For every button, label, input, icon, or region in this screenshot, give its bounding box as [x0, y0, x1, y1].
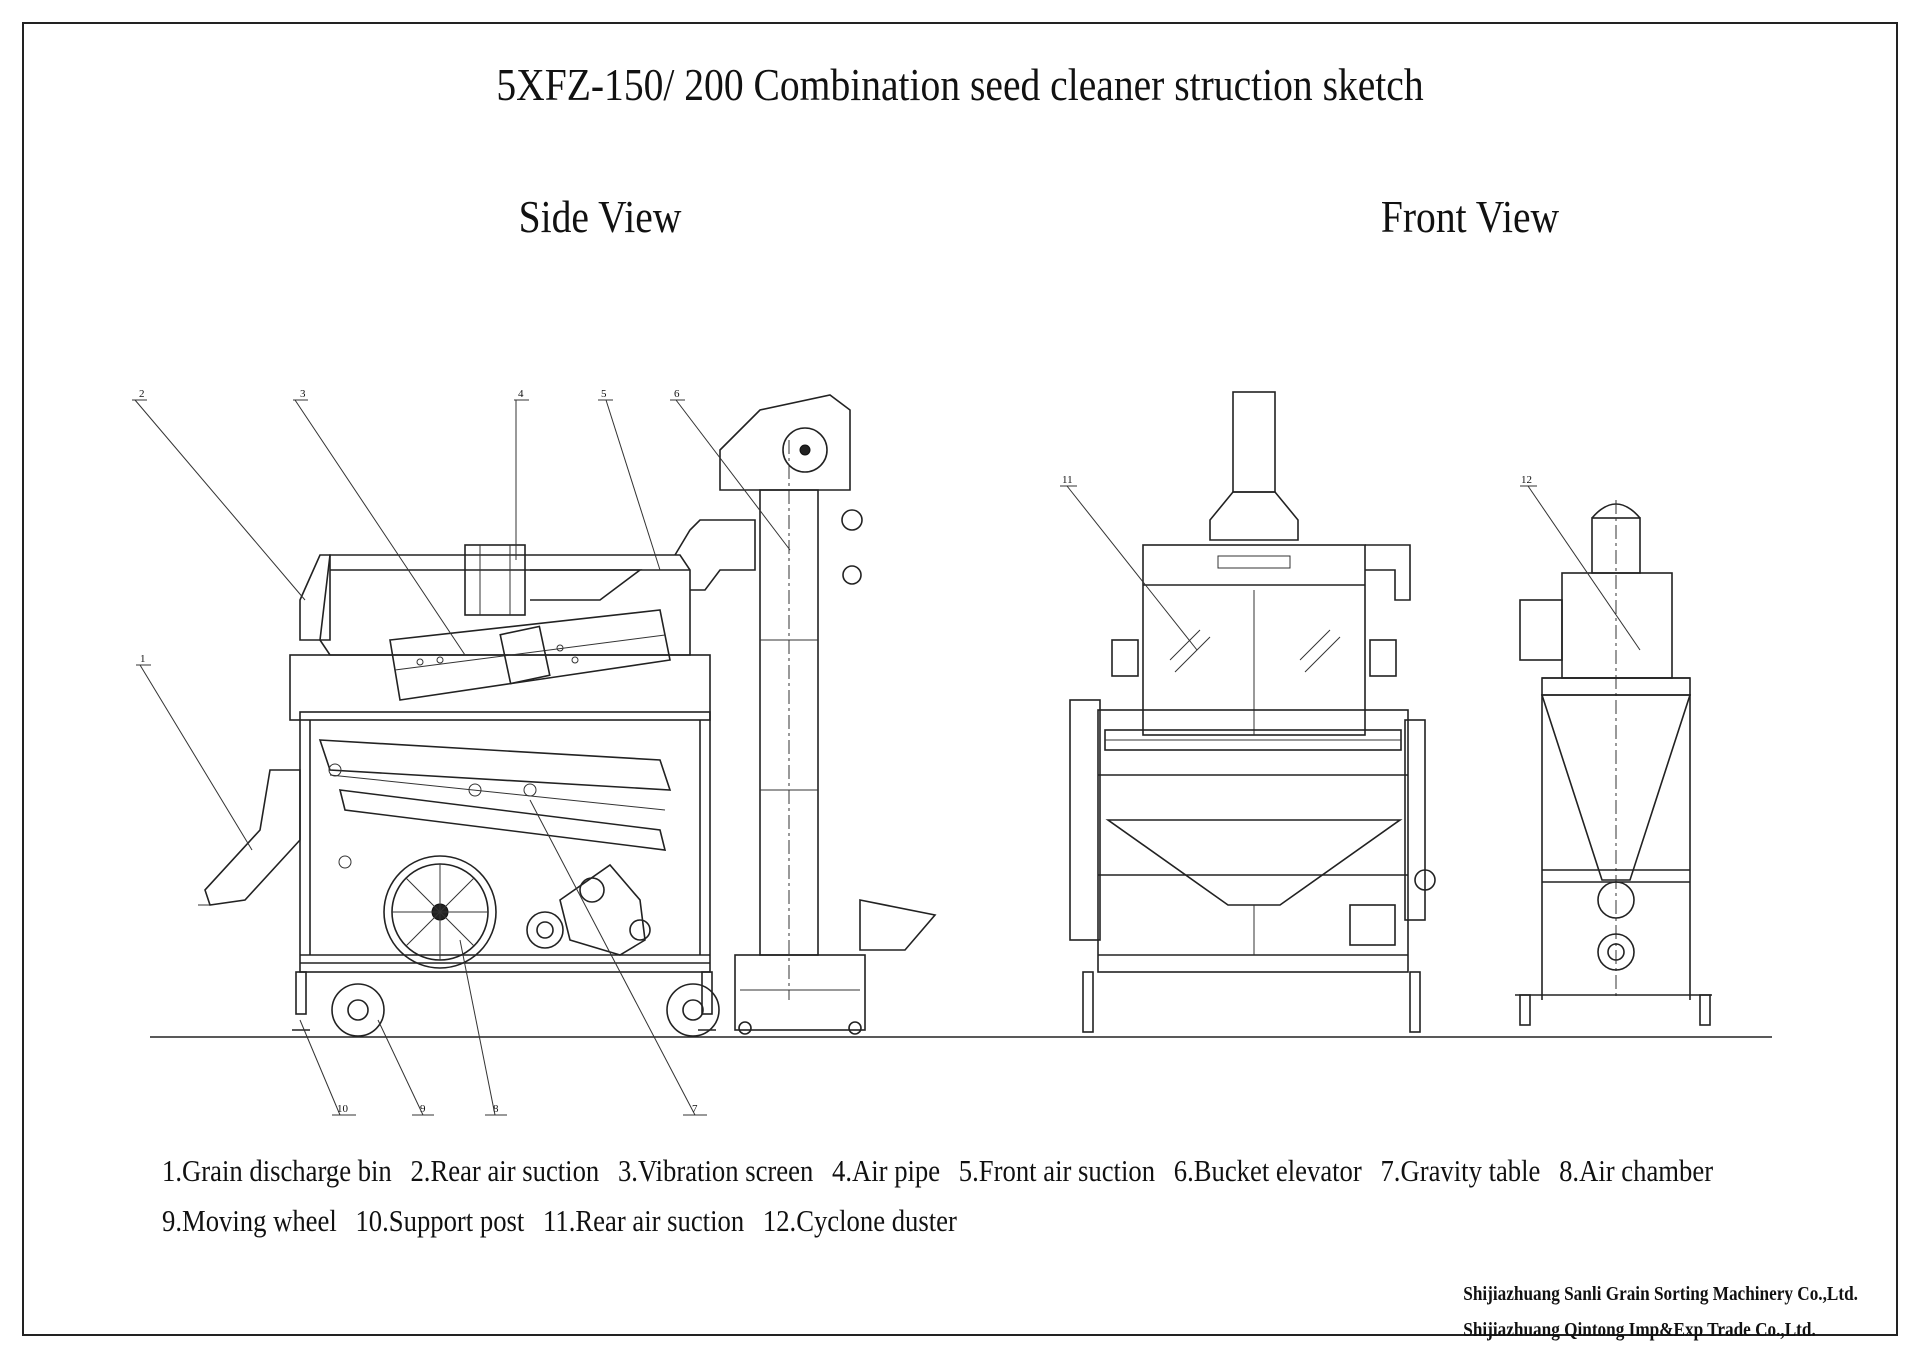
- callout-6: 6: [674, 388, 680, 400]
- legend-item: 10.Support post: [355, 1203, 525, 1238]
- legend-item: 2.Rear air suction: [410, 1153, 600, 1188]
- legend-item: 12.Cyclone duster: [762, 1203, 957, 1238]
- callout-5: 5: [601, 388, 607, 400]
- front-leg-left: [1082, 971, 1094, 1033]
- legend-item: 11.Rear air suction: [543, 1203, 745, 1238]
- callout-3: 3: [300, 388, 306, 400]
- legend-item: 8.Air chamber: [1559, 1153, 1714, 1188]
- grain-discharge-bin: [204, 769, 301, 906]
- callout-1: 1: [140, 653, 146, 665]
- air-chamber-fan: [383, 855, 497, 969]
- vibration-screen: [389, 609, 671, 701]
- legend-item: 1.Grain discharge bin: [162, 1153, 392, 1188]
- upper-frame: [289, 654, 711, 721]
- company-name-1: Shijiazhuang Sanli Grain Sorting Machine…: [1463, 1283, 1858, 1305]
- main-frame: [299, 711, 711, 973]
- legend-item: 6.Bucket elevator: [1173, 1153, 1362, 1188]
- moving-wheel-left: [331, 983, 385, 1037]
- moving-wheel-right: [666, 983, 720, 1037]
- drawing-title: 5XFZ-150/ 200 Combination seed cleaner s…: [496, 59, 1424, 110]
- gravity-table: [318, 739, 672, 791]
- callout-4: 4: [518, 388, 524, 400]
- callout-12: 12: [1521, 474, 1532, 486]
- legend-item: 9.Moving wheel: [162, 1203, 337, 1238]
- callout-2: 2: [139, 388, 145, 400]
- front-hopper: [1105, 819, 1403, 906]
- side-view-drawing: [132, 394, 937, 1116]
- callout-10: 10: [337, 1103, 349, 1115]
- company-info: Shijiazhuang Sanli Grain Sorting Machine…: [1463, 1276, 1858, 1348]
- legend-item: 4.Air pipe: [831, 1153, 941, 1188]
- company-name-2: Shijiazhuang Qintong Imp&Exp Trade Co.,L…: [1463, 1319, 1816, 1341]
- legend-line-1: 1.Grain discharge bin 2.Rear air suction…: [162, 1146, 1725, 1196]
- legend-item: 7.Gravity table: [1380, 1153, 1541, 1188]
- side-view-title: Side View: [518, 191, 682, 242]
- support-post-right: [701, 971, 713, 1015]
- drawing-frame: [22, 22, 1898, 1336]
- cyclone-body: [1561, 572, 1673, 679]
- legend-item: 3.Vibration screen: [617, 1153, 814, 1188]
- air-pipe: [464, 544, 526, 616]
- front-leg-right: [1409, 971, 1421, 1033]
- parts-legend: 1.Grain discharge bin 2.Rear air suction…: [162, 1146, 1725, 1246]
- cyclone-duster-drawing: [1515, 485, 1712, 1026]
- callout-11: 11: [1062, 474, 1073, 486]
- callout-8: 8: [493, 1103, 499, 1115]
- legend-line-2: 9.Moving wheel 10.Support post 11.Rear a…: [162, 1196, 1725, 1246]
- elevator-base: [734, 954, 866, 1031]
- front-view-drawing: [1060, 391, 1436, 1033]
- front-view-title: Front View: [1380, 191, 1560, 242]
- support-post-left: [295, 971, 307, 1015]
- callout-9: 9: [420, 1103, 426, 1115]
- callout-7: 7: [692, 1103, 698, 1115]
- legend-item: 5.Front air suction: [958, 1153, 1156, 1188]
- front-frame: [1097, 709, 1409, 973]
- elevator-head: [719, 394, 851, 491]
- exhaust-chimney: [1232, 391, 1276, 493]
